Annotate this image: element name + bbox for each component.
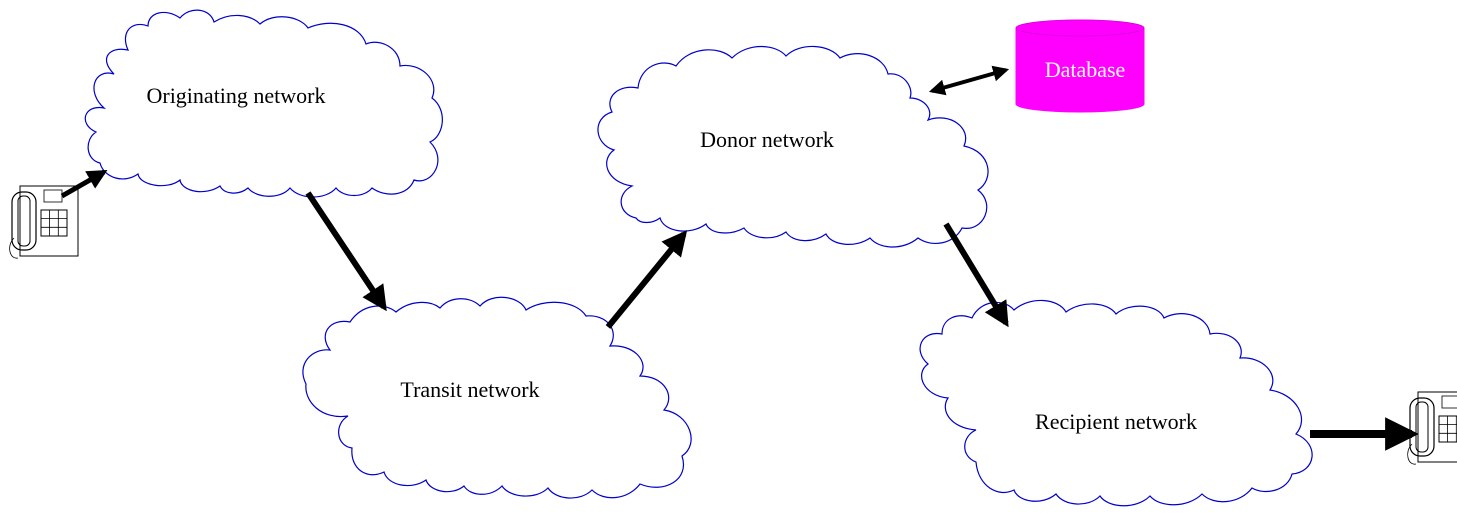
- arrow-transit-to-donor: [605, 230, 688, 329]
- donor-network-cloud: Donor network: [597, 45, 989, 248]
- database-cylinder: Database: [1015, 19, 1145, 113]
- cloud-outline: [919, 299, 1313, 507]
- arrow-caller-to-originating: [60, 169, 108, 199]
- recipient-network-label: Recipient network: [1035, 409, 1197, 434]
- telephone-icon: [1407, 391, 1457, 465]
- transit-network-label: Transit network: [400, 377, 539, 402]
- arrow-originating-to-transit: [305, 191, 387, 312]
- transit-network-cloud: Transit network: [302, 296, 692, 499]
- database-label: Database: [1045, 57, 1126, 82]
- database-top: [1015, 19, 1145, 37]
- cloud-outline: [302, 296, 692, 499]
- originating-network-label: Originating network: [146, 83, 325, 108]
- cloud-outline: [597, 45, 989, 248]
- recipient-network-cloud: Recipient network: [919, 299, 1313, 507]
- originating-network-cloud: Originating network: [84, 9, 443, 198]
- arrow-donor-database-bidirectional: [928, 65, 1010, 96]
- arrow-donor-to-recipient: [943, 222, 1009, 328]
- cloud-outline: [84, 9, 443, 198]
- telephone-icon: [9, 185, 79, 259]
- donor-network-label: Donor network: [700, 127, 834, 152]
